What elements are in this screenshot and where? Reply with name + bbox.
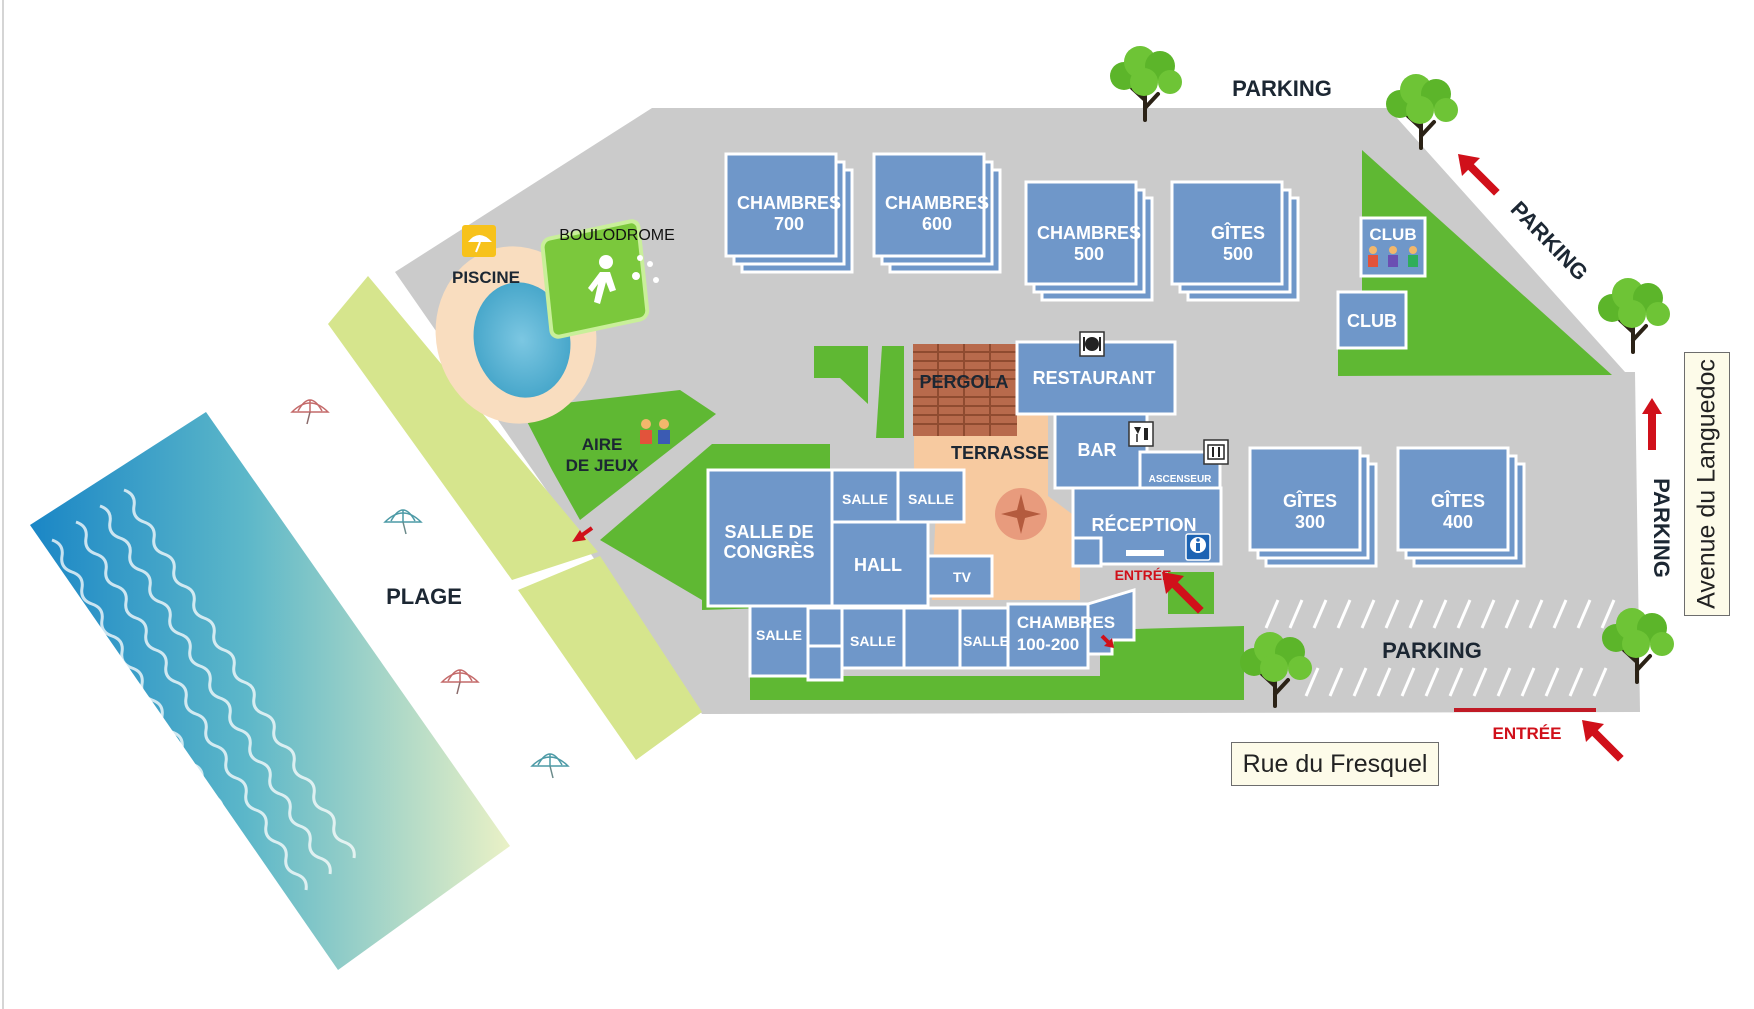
room-label: CHAMBRES — [1017, 613, 1115, 632]
info-icon — [1185, 533, 1211, 561]
boulodrome-label: BOULODROME — [559, 227, 675, 244]
building-label: 400 — [1443, 512, 1473, 532]
room-label: SALLE DE — [724, 522, 813, 542]
room-label: SALLE — [963, 633, 1009, 649]
room-label: HALL — [854, 555, 902, 575]
building-label: 300 — [1295, 512, 1325, 532]
bar-label: BAR — [1078, 440, 1117, 460]
building-label: 500 — [1223, 244, 1253, 264]
building-gites-400[interactable]: GÎTES 400 — [1396, 446, 1526, 568]
building-chambres-700[interactable]: CHAMBRES 700 — [724, 152, 854, 274]
dune-strip — [328, 276, 598, 580]
entrance-arrow-icon — [1458, 154, 1494, 190]
reception-label: RÉCEPTION — [1091, 514, 1196, 535]
entrance-arrow-icon — [1642, 398, 1662, 450]
entrance-arrow-icon — [1582, 720, 1618, 756]
salle-room[interactable] — [840, 606, 906, 670]
restaurant-icon — [1079, 331, 1105, 357]
building-chambres-600[interactable]: CHAMBRES 600 — [872, 152, 1002, 274]
dune-strip — [518, 556, 702, 760]
bar-icon — [1128, 421, 1154, 447]
chambres-100-200[interactable] — [1006, 602, 1090, 670]
entrance-arrow-icon — [1100, 634, 1114, 648]
building-label: CHAMBRES — [737, 193, 841, 213]
salle-room[interactable] — [896, 468, 966, 524]
entrance-arrow-icon — [572, 526, 594, 542]
building-label: GÎTES — [1211, 222, 1265, 243]
tv-room[interactable] — [926, 554, 994, 598]
building-label: 600 — [922, 214, 952, 234]
beach-umbrella-icon — [531, 753, 569, 779]
parking-label: PARKING — [1232, 76, 1332, 101]
entrance-label: ENTRÉE — [1115, 567, 1172, 583]
beach-umbrella-icon — [441, 669, 479, 695]
elevator-icon — [1203, 439, 1229, 465]
boulodrome — [540, 219, 659, 339]
beach-umbrella-icon — [291, 399, 329, 425]
piscine-label: PISCINE — [452, 268, 520, 287]
parking-label: PARKING — [1382, 638, 1482, 663]
aire-de-jeux-label: DE JEUX — [566, 456, 639, 475]
salle-room[interactable] — [830, 468, 900, 524]
building-club[interactable]: CLUB — [1336, 290, 1408, 350]
parking-stripes — [1264, 599, 1616, 697]
room-label: SALLE — [850, 633, 896, 649]
pool-umbrella-icon — [462, 225, 496, 257]
room-label: SALLE — [842, 491, 888, 507]
street-sign-rue-du-fresquel: Rue du Fresquel — [1231, 742, 1439, 786]
terrace-compass — [995, 488, 1047, 540]
room-label: CONGRÈS — [723, 541, 814, 562]
street-sign-avenue-du-languedoc: Avenue du Languedoc — [1684, 352, 1730, 616]
sea — [30, 412, 510, 970]
building-label: CHAMBRES — [1037, 223, 1141, 243]
room-label: SALLE — [756, 627, 802, 643]
beach-umbrella-icon — [384, 509, 422, 535]
building-gites-500[interactable]: GÎTES 500 — [1170, 180, 1300, 302]
pergola — [913, 344, 1017, 436]
hall[interactable] — [830, 520, 930, 608]
building-club-kids[interactable]: CLUB — [1359, 216, 1427, 278]
room-label: SALLE — [908, 491, 954, 507]
children-icon — [1368, 246, 1418, 267]
building-chambres-500[interactable]: CHAMBRES 500 — [1024, 180, 1154, 302]
aire-de-jeux-label: AIRE — [582, 435, 623, 454]
building-gites-300[interactable]: GÎTES 300 — [1248, 446, 1378, 568]
salle-room[interactable] — [748, 604, 810, 678]
building-label: CLUB — [1347, 311, 1397, 331]
street-sign-text: Avenue du Languedoc — [1692, 359, 1721, 609]
parking-label: PARKING — [1649, 478, 1674, 578]
room-label: 100-200 — [1017, 635, 1079, 654]
petanque-icon — [588, 255, 659, 304]
building-label: GÎTES — [1283, 490, 1337, 511]
building-label: GÎTES — [1431, 490, 1485, 511]
entrance-label: ENTRÉE — [1493, 724, 1562, 743]
restaurant-label: RESTAURANT — [1033, 368, 1156, 388]
pergola-label: PERGOLA — [919, 372, 1008, 392]
tree-icon — [1596, 276, 1672, 354]
elevator-label: ASCENSEUR — [1149, 474, 1213, 485]
plage-label: PLAGE — [386, 584, 462, 609]
terrasse-label: TERRASSE — [951, 443, 1049, 463]
children-icon — [640, 419, 670, 444]
building-label: CHAMBRES — [885, 193, 989, 213]
room-label: TV — [953, 569, 972, 585]
building-label: 500 — [1074, 244, 1104, 264]
building-label: 700 — [774, 214, 804, 234]
salle-room[interactable] — [958, 606, 1010, 670]
building-label: CLUB — [1369, 225, 1416, 244]
